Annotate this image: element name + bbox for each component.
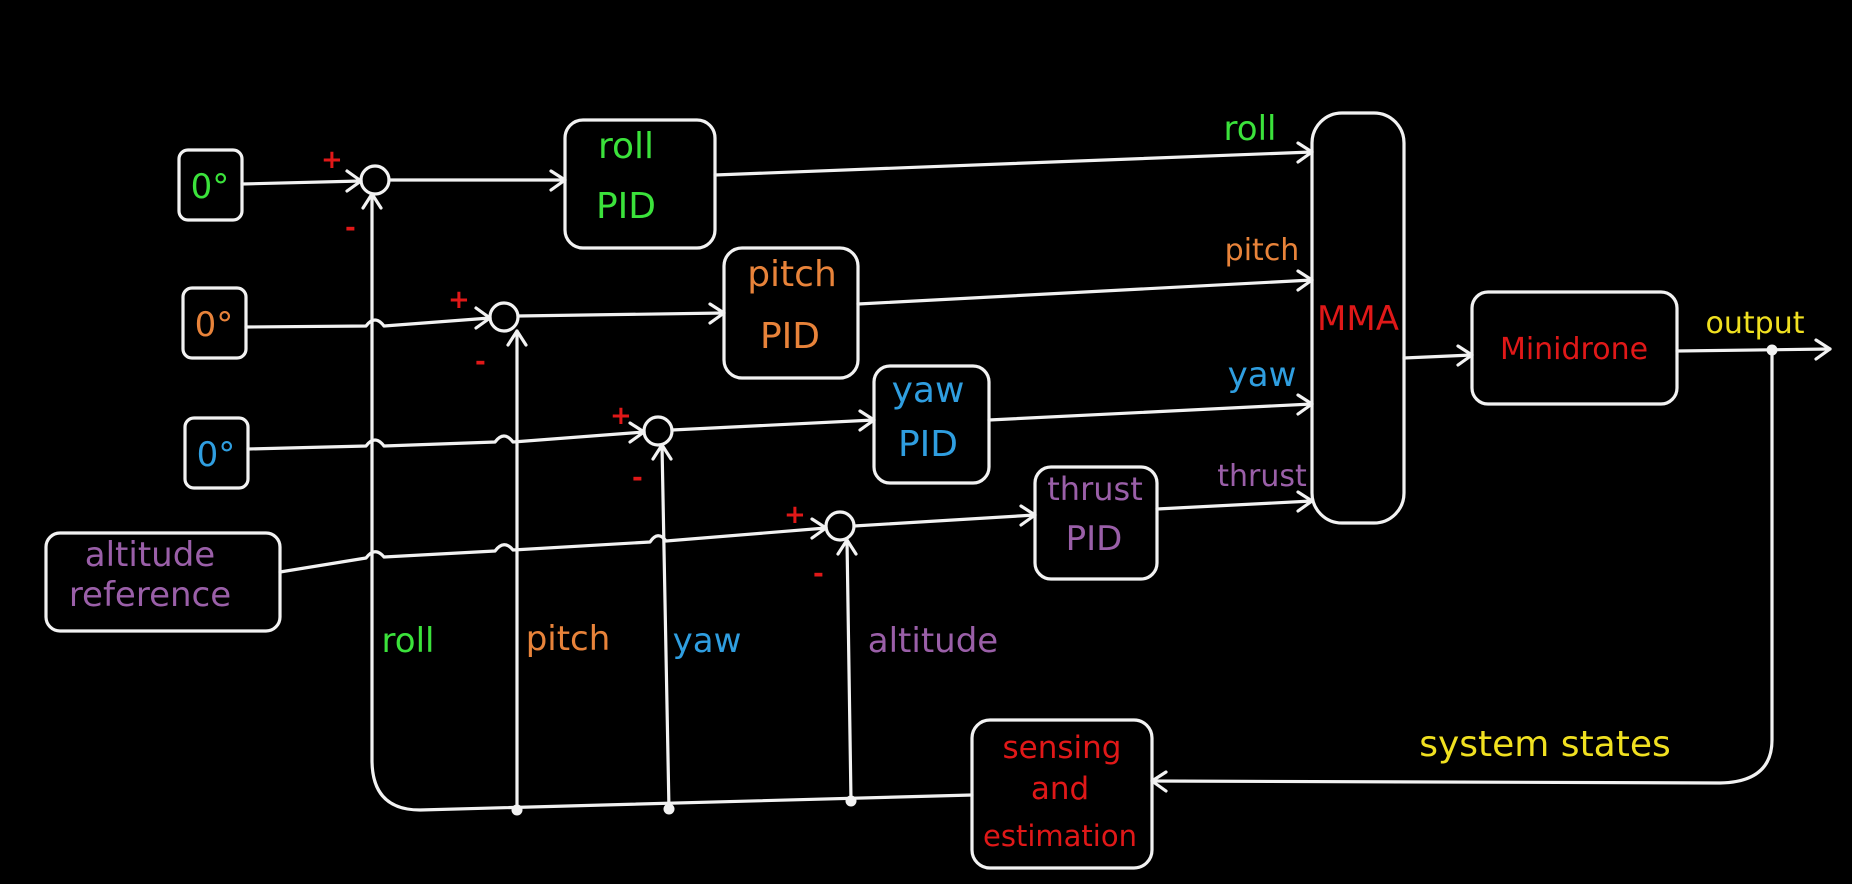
roll-pid-block	[563, 118, 717, 250]
roll-reference-label: 0°	[191, 167, 230, 207]
yaw-plus-sign: +	[610, 401, 632, 431]
mixer-input-yaw-label: yaw	[1228, 355, 1297, 395]
yaw-feedback-arrowhead	[651, 443, 673, 461]
minidrone-block	[1470, 290, 1679, 406]
mixer-input-pitch-label: pitch	[1225, 233, 1300, 268]
altitude-branch-dot	[845, 795, 857, 807]
pitch-pid-name: pitch	[747, 254, 837, 295]
pitch-feedback-arrowhead	[506, 329, 528, 347]
thrust-pid-block	[1033, 465, 1159, 581]
altitude-plus-sign: +	[784, 500, 806, 530]
yaw-reference-label: 0°	[197, 435, 236, 475]
altitude-error-wire	[852, 513, 1037, 528]
output-arrowhead	[1814, 338, 1832, 361]
feedback-pitch-label: pitch	[526, 619, 611, 659]
pitch-reference-label: 0°	[195, 305, 234, 345]
altitude-junction-arrowhead	[810, 517, 828, 540]
arrowheads	[345, 141, 1832, 793]
roll-reference-wire	[240, 179, 363, 186]
pitch-command-wire	[856, 278, 1314, 306]
yaw-junction-arrowhead	[628, 421, 646, 444]
pitch-pid-label: PID	[760, 316, 820, 357]
yaw-branch-dot	[663, 803, 675, 815]
output-branch-dot	[1766, 344, 1778, 356]
altitude-minus-sign: -	[813, 559, 824, 589]
pitch-plus-sign: +	[448, 285, 470, 315]
yaw-reference-block	[183, 416, 250, 490]
estimator-input-arrowhead	[1150, 770, 1168, 793]
pitch-junction-arrowhead	[474, 306, 492, 330]
yaw-summing-junction	[642, 415, 674, 447]
yaw-pid-name: yaw	[892, 370, 965, 411]
thrust-command-wire	[1155, 499, 1314, 511]
pitch-pid-arrowhead	[708, 302, 726, 325]
mma-pitch-arrowhead	[1296, 269, 1314, 292]
yaw-reference-wire	[246, 430, 646, 451]
output-label: output	[1706, 306, 1805, 341]
roll-command-wire	[713, 150, 1314, 177]
altitude-reference-block	[44, 531, 282, 633]
thrust-pid-arrowhead	[1019, 504, 1037, 527]
mma-thrust-arrowhead	[1296, 490, 1314, 513]
estimator-line1: sensing	[1003, 730, 1122, 766]
pitch-reference-block	[181, 286, 248, 360]
mma-yaw-arrowhead	[1296, 393, 1314, 416]
mma-roll-arrowhead	[1296, 141, 1314, 164]
roll-pid-arrowhead	[549, 169, 567, 192]
feedback-bus-wire	[370, 192, 974, 812]
mixer-input-roll-label: roll	[1224, 109, 1277, 149]
minidrone-label: Minidrone	[1500, 332, 1648, 367]
altitude-feedback-wire	[845, 538, 853, 803]
mma-mixer-block	[1310, 111, 1406, 525]
roll-feedback-arrowhead	[361, 192, 383, 210]
drone-output-wire	[1675, 347, 1832, 353]
yaw-pid-block	[872, 364, 991, 485]
roll-summing-junction	[359, 164, 391, 196]
mma-to-drone-wire	[1402, 353, 1474, 360]
feedback-roll-label: roll	[382, 621, 435, 661]
roll-plus-sign: +	[321, 145, 343, 175]
yaw-pid-label: PID	[898, 424, 958, 465]
pitch-minus-sign: -	[475, 347, 486, 377]
thrust-pid-name: thrust	[1047, 470, 1142, 508]
estimator-line3: estimation	[983, 819, 1137, 853]
mixer-input-thrust-label: thrust	[1217, 459, 1307, 494]
altitude-reference-line2: reference	[69, 575, 231, 615]
feedback-yaw-label: yaw	[673, 621, 742, 661]
signal-wires	[240, 150, 1832, 812]
yaw-feedback-wire	[660, 443, 671, 812]
system-states-feedback-wire	[1150, 348, 1774, 785]
roll-junction-arrowhead	[345, 169, 363, 193]
roll-pid-label: PID	[596, 186, 656, 227]
drone-input-arrowhead	[1456, 344, 1474, 367]
yaw-command-wire	[987, 402, 1314, 422]
roll-minus-sign: -	[345, 213, 356, 243]
mma-label: MMA	[1317, 299, 1399, 339]
pitch-branch-dot	[511, 804, 523, 816]
pitch-summing-junction	[488, 301, 520, 333]
thrust-pid-label: PID	[1066, 519, 1123, 559]
altitude-reference-line1: altitude	[85, 535, 215, 575]
altitude-feedback-arrowhead	[836, 538, 858, 556]
yaw-error-wire	[670, 418, 876, 432]
pitch-error-wire	[516, 311, 726, 318]
roll-pid-name: roll	[598, 126, 654, 167]
altitude-summing-junction	[824, 510, 856, 542]
altitude-reference-wire	[278, 526, 828, 574]
feedback-altitude-label: altitude	[868, 621, 998, 661]
pitch-reference-wire	[244, 316, 492, 329]
estimator-line2: and	[1031, 771, 1089, 807]
yaw-minus-sign: -	[632, 463, 643, 493]
yaw-pid-arrowhead	[858, 409, 876, 432]
system-states-label: system states	[1419, 724, 1671, 765]
